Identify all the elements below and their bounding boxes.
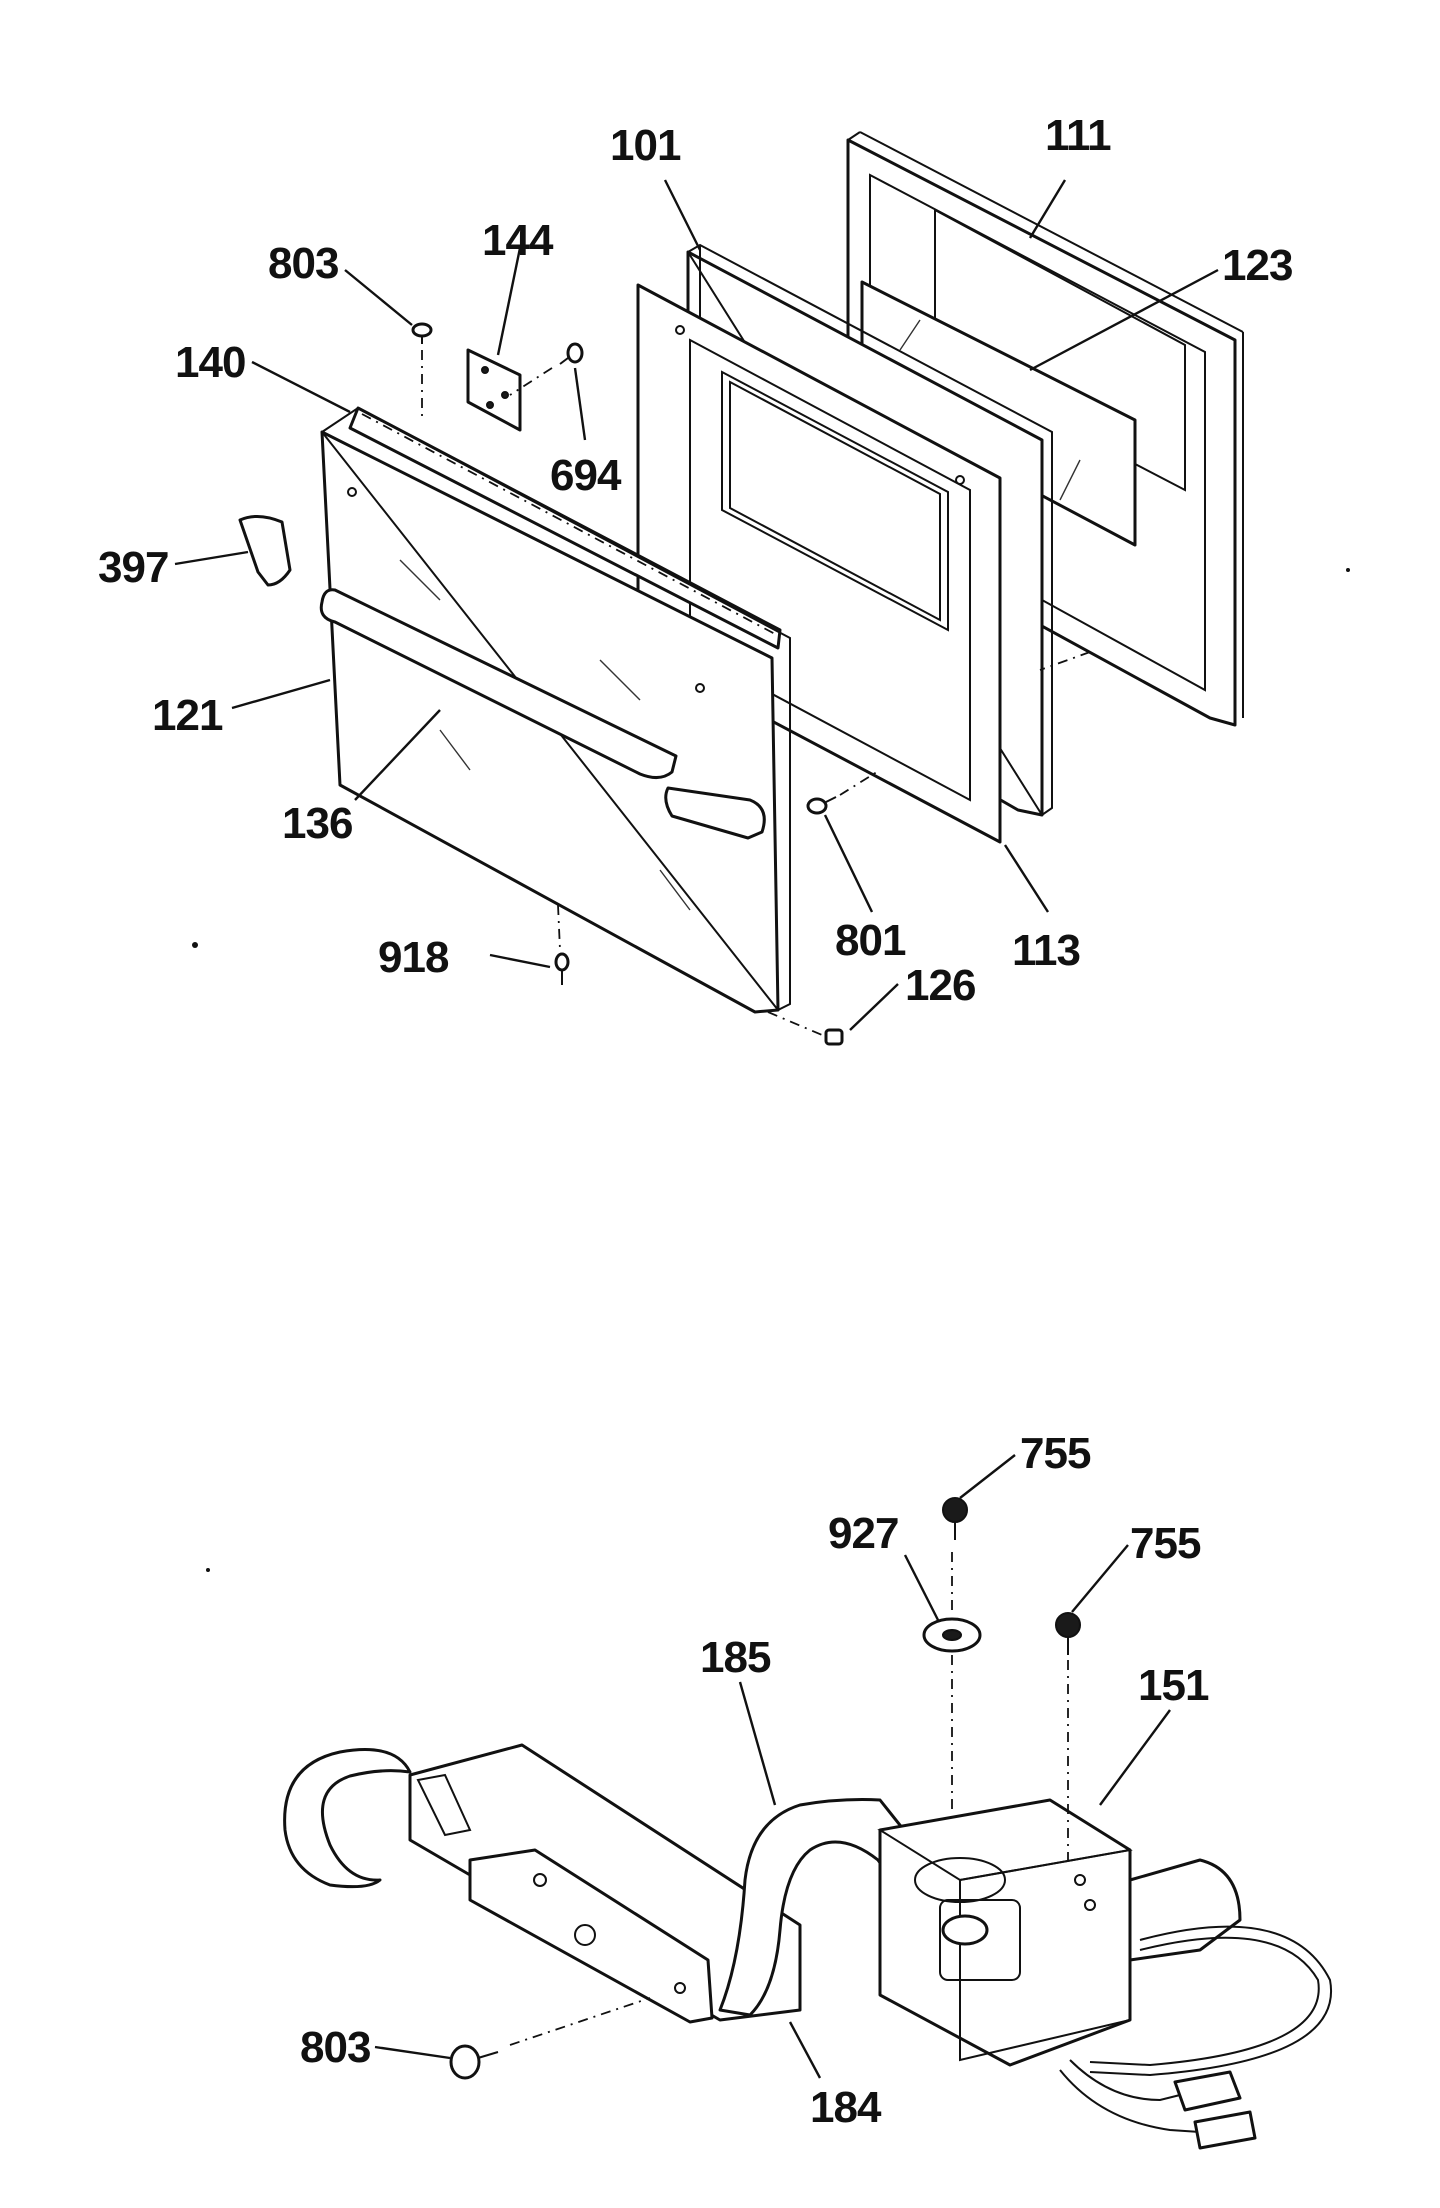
latch-bracket-184 <box>283 1743 802 2024</box>
callout-803-top: 803 <box>268 239 338 288</box>
callout-labels: 101 111 144 803 123 140 694 397 121 136 … <box>98 111 1293 2132</box>
callout-144: 144 <box>482 216 554 265</box>
scan-speck <box>192 942 198 948</box>
lock-motor-151 <box>877 1798 1242 2067</box>
callout-140: 140 <box>175 338 245 387</box>
scan-speck <box>206 1568 210 1572</box>
handle-endcap-397 <box>238 515 292 587</box>
callout-397: 397 <box>98 543 168 592</box>
callout-755-b: 755 <box>1130 1519 1201 1568</box>
callout-801: 801 <box>835 916 906 965</box>
callout-151: 151 <box>1138 1661 1209 1710</box>
wire-harness <box>1059 1925 1333 2150</box>
bumper-126 <box>767 1011 844 1046</box>
scan-speck <box>1346 568 1350 572</box>
oven-door-assembly <box>174 131 1244 1046</box>
callout-101: 101 <box>610 121 681 170</box>
callout-755-a: 755 <box>1020 1429 1091 1478</box>
callout-918: 918 <box>378 933 449 982</box>
door-handle-136 <box>319 588 766 840</box>
vent-trim-140 <box>348 406 782 650</box>
washer-927 <box>922 1552 982 1812</box>
hinge-guide-line <box>1039 651 1091 671</box>
callout-184: 184 <box>810 2083 882 2132</box>
callout-927: 927 <box>828 1509 898 1558</box>
callout-694: 694 <box>550 451 622 500</box>
screw-918 <box>554 904 570 985</box>
door-leader-lines <box>174 179 1219 1031</box>
callout-126: 126 <box>905 961 975 1010</box>
screw-694 <box>509 342 584 396</box>
inner-door-panel-113 <box>636 283 1002 844</box>
lock-leader-lines <box>374 1454 1171 2079</box>
callout-111: 111 <box>1045 111 1111 160</box>
screw-803-bottom <box>449 1997 651 2080</box>
screw-801 <box>806 769 881 815</box>
callout-136: 136 <box>282 799 352 848</box>
callout-113: 113 <box>1012 926 1080 975</box>
screw-755-a <box>942 1497 968 1540</box>
screw-755-b <box>1055 1612 1081 1860</box>
callout-185: 185 <box>700 1633 771 1682</box>
callout-123: 123 <box>1222 241 1292 290</box>
callout-803-bottom: 803 <box>300 2023 370 2072</box>
hinge-bracket-144 <box>466 348 522 432</box>
screw-803-top <box>411 322 433 420</box>
callout-121: 121 <box>152 691 223 740</box>
door-lock-assembly <box>283 1454 1333 2150</box>
